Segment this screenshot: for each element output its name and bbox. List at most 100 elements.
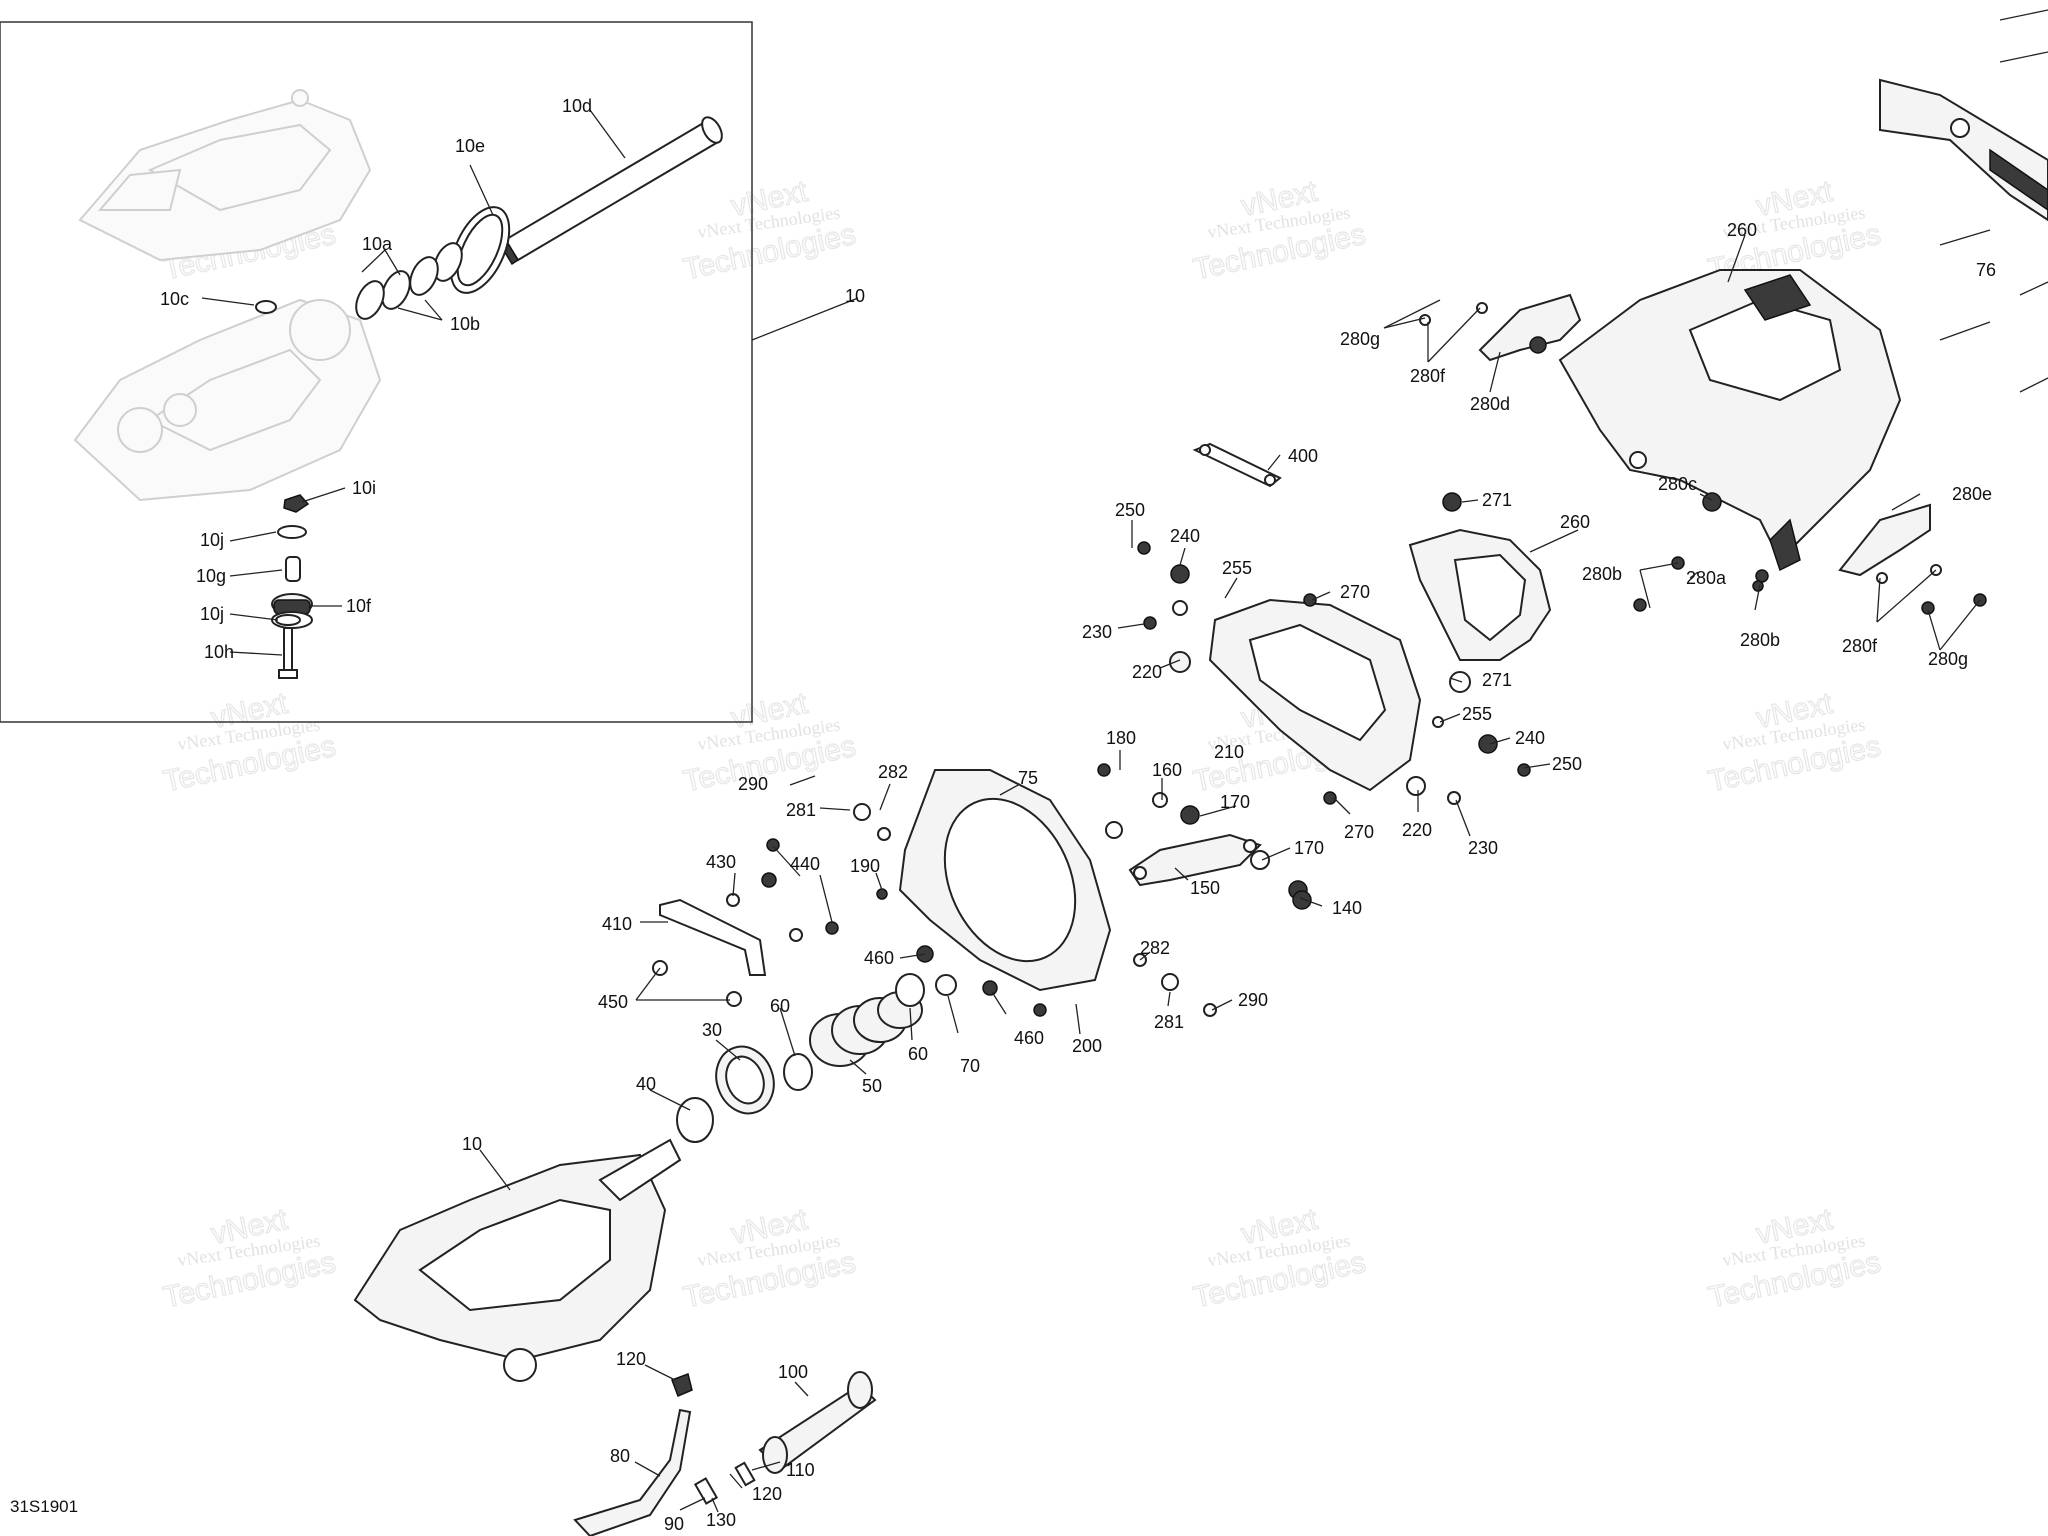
label-250: 250: [1115, 500, 1145, 520]
label-460: 460: [864, 948, 894, 968]
label-10c: 10c: [160, 289, 189, 309]
label-200: 200: [1072, 1036, 1102, 1056]
inset-ghost-engine-top: [78, 89, 372, 262]
inset-ghost-engine-bottom: [73, 298, 382, 502]
label-10h: 10h: [204, 642, 234, 662]
label-10-inset-callout: 10: [845, 286, 865, 306]
label-10i: 10i: [352, 478, 376, 498]
label-260: 260: [1560, 512, 1590, 532]
label-400: 400: [1288, 446, 1318, 466]
label-100: 100: [778, 1362, 808, 1382]
label-290: 290: [1238, 990, 1268, 1010]
label-210: 210: [1214, 742, 1244, 762]
label-260: 260: [1727, 220, 1757, 240]
oring-10c: [255, 300, 277, 314]
label-75: 75: [1018, 768, 1038, 788]
inset-labels: 10d 10e 10a 10b 10c 10i 10j 10g 10f 10j …: [160, 96, 592, 662]
engine-10: [353, 1138, 682, 1382]
label-60: 60: [770, 996, 790, 1016]
label-240: 240: [1515, 728, 1545, 748]
fitting-130: [693, 1477, 719, 1505]
bearing-30: [715, 1045, 775, 1115]
bracket-410: [659, 898, 767, 976]
clamp-60b: [895, 973, 925, 1007]
housing-75: [898, 769, 1112, 992]
label-120: 120: [616, 1349, 646, 1369]
clamp-60a: [783, 1053, 813, 1091]
bracket-280e: [1838, 503, 1931, 577]
label-255: 255: [1222, 558, 1252, 578]
label-170: 170: [1220, 792, 1250, 812]
watermark-layer: vNext TechnologiesvNextTechnologiesvNext…: [160, 174, 1884, 1315]
label-170: 170: [1294, 838, 1324, 858]
label-282: 282: [878, 762, 908, 782]
figure-code: 31S1901: [10, 1497, 78, 1516]
label-270: 270: [1344, 822, 1374, 842]
label-60: 60: [908, 1044, 928, 1064]
label-140: 140: [1332, 898, 1362, 918]
label-280b: 280b: [1740, 630, 1780, 650]
label-120: 120: [752, 1484, 782, 1504]
label-430: 430: [706, 852, 736, 872]
label-271: 271: [1482, 670, 1512, 690]
bolts-76: [1939, 9, 2048, 393]
label-190: 190: [850, 856, 880, 876]
label-240: 240: [1170, 526, 1200, 546]
label-220: 220: [1132, 662, 1162, 682]
label-90: 90: [664, 1514, 684, 1534]
label-110: 110: [786, 1460, 815, 1480]
label-160: 160: [1152, 760, 1182, 780]
label-280f: 280f: [1410, 366, 1446, 386]
label-10e: 10e: [455, 136, 485, 156]
label-290: 290: [738, 774, 768, 794]
boot-50: [809, 991, 923, 1067]
label-30: 30: [702, 1020, 722, 1040]
middle-cover-260: [1408, 528, 1552, 661]
label-230: 230: [1082, 622, 1112, 642]
clip-40: [676, 1097, 714, 1143]
label-281: 281: [1154, 1012, 1184, 1032]
label-10: 10: [462, 1134, 482, 1154]
label-280f: 280f: [1842, 636, 1878, 656]
label-280g: 280g: [1340, 329, 1380, 349]
label-130: 130: [706, 1510, 736, 1530]
label-40: 40: [636, 1074, 656, 1094]
mount-stack-10: [271, 494, 313, 679]
label-282: 282: [1140, 938, 1170, 958]
lever-150: [1128, 833, 1262, 887]
label-10g: 10g: [196, 566, 226, 586]
label-10d: 10d: [562, 96, 592, 116]
label-280b: 280b: [1582, 564, 1622, 584]
label-270: 270: [1340, 582, 1370, 602]
inset-frame: [0, 21, 753, 723]
rings-10a-10b: [355, 242, 463, 320]
label-255: 255: [1462, 704, 1492, 724]
label-10j-lower: 10j: [200, 604, 224, 624]
label-280d: 280d: [1470, 394, 1510, 414]
label-220: 220: [1402, 820, 1432, 840]
label-70: 70: [960, 1056, 980, 1076]
frame-210: [1208, 598, 1422, 792]
label-10f: 10f: [346, 596, 372, 616]
label-271: 271: [1482, 490, 1512, 510]
label-250: 250: [1552, 754, 1582, 774]
bracket-280d: [1478, 293, 1582, 362]
label-10j-upper: 10j: [200, 530, 224, 550]
pedal-76: [1879, 78, 2048, 222]
label-280c: 280c: [1658, 474, 1697, 494]
label-230: 230: [1468, 838, 1498, 858]
label-460: 460: [1014, 1028, 1044, 1048]
label-180: 180: [1106, 728, 1136, 748]
label-440: 440: [790, 854, 820, 874]
label-50: 50: [862, 1076, 882, 1096]
label-10a: 10a: [362, 234, 393, 254]
label-280a: 280a: [1686, 568, 1727, 588]
upper-housing-260: [1558, 269, 1902, 572]
label-10b: 10b: [450, 314, 480, 334]
cable-80: [573, 1408, 692, 1536]
label-281: 281: [786, 800, 816, 820]
label-150: 150: [1190, 878, 1220, 898]
label-80: 80: [610, 1446, 630, 1466]
label-280e: 280e: [1952, 484, 1992, 504]
